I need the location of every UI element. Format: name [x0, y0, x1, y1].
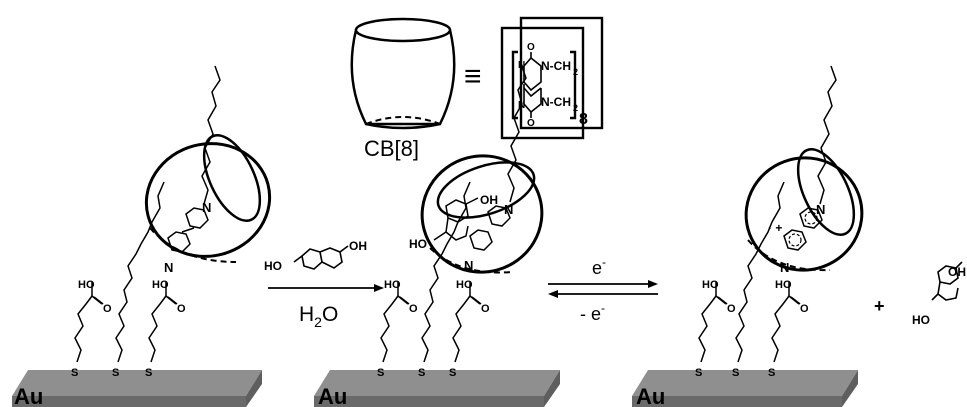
au-substrate — [12, 370, 262, 407]
plus-sign: + — [874, 296, 885, 316]
forward-electron: e- — [592, 255, 606, 278]
cooh-ho-1: HO — [78, 279, 95, 291]
product-naphthol — [931, 261, 963, 301]
radical-rings — [788, 211, 818, 247]
struct-repeat-8: 8 — [579, 111, 588, 128]
panel-2: Au HO O HO O S S S — [314, 63, 560, 407]
thiol-chains — [698, 65, 837, 363]
struct-nch2-bottom: N-CH — [541, 95, 571, 109]
product-ho-bottom: HO — [912, 313, 930, 327]
cooh-o-2: O — [481, 303, 490, 315]
sulfur-3: S — [145, 367, 152, 379]
product-oh-top: OH — [948, 265, 966, 279]
cb8-label: CB[8] — [364, 136, 419, 161]
sulfur-2: S — [732, 367, 739, 379]
reagent-ho-left: HO — [264, 259, 282, 273]
sulfur-2: S — [112, 367, 119, 379]
cb8-cartoon — [350, 17, 456, 130]
viologen-n-upper: N — [816, 202, 825, 217]
reagent-naphthol — [293, 245, 349, 270]
struct-nch2-top: N-CH — [541, 59, 571, 73]
viologen-n-lower: N — [464, 258, 473, 273]
guest-oh: OH — [480, 193, 498, 207]
reagent-oh-right: OH — [349, 239, 367, 253]
arrow-1 — [268, 284, 384, 292]
solvent-label: H2O — [299, 303, 338, 330]
viologen-n-upper: N — [504, 202, 513, 217]
sulfur-3: S — [449, 367, 456, 379]
sulfur-3: S — [768, 367, 775, 379]
viologen-n-upper: N — [202, 200, 211, 215]
cooh-ho-2: HO — [775, 279, 792, 291]
sulfur-1: S — [695, 367, 702, 379]
struct-o-top: O — [527, 42, 535, 53]
struct-sub2-bottom: 2 — [573, 103, 578, 113]
panel-3: Au HO O HO O S S S — [632, 65, 864, 407]
cooh-o-2: O — [800, 303, 809, 315]
cooh-o-1: O — [103, 303, 112, 315]
cb8-host — [744, 148, 864, 272]
au-substrate — [314, 370, 560, 407]
panel-1: Au HO O HO O S S S — [12, 65, 272, 407]
reverse-electron: - e- — [580, 301, 605, 324]
au-label: Au — [636, 384, 665, 407]
cooh-ho-1: HO — [702, 279, 719, 291]
sulfur-2: S — [418, 367, 425, 379]
radical-dot: · + — [768, 221, 782, 235]
equilibrium-arrows — [548, 280, 658, 298]
equivalence-symbol: ≡ — [464, 60, 482, 93]
cb8-host — [144, 134, 272, 263]
au-label: Au — [318, 384, 347, 407]
sulfur-1: S — [71, 367, 78, 379]
cooh-ho-1: HO — [384, 279, 401, 291]
cooh-ho-2: HO — [456, 279, 473, 291]
guest-ho: HO — [409, 237, 427, 251]
cooh-o-2: O — [177, 303, 186, 315]
viologen-n-lower: N — [780, 260, 789, 275]
struct-sub2-top: 2 — [573, 67, 578, 77]
struct-o-bottom: O — [527, 118, 535, 129]
viologen-n-lower: N — [164, 260, 173, 275]
sulfur-1: S — [377, 367, 384, 379]
thiol-chains — [74, 65, 221, 363]
au-label: Au — [14, 384, 43, 407]
cooh-o-1: O — [409, 303, 418, 315]
cb8-host — [420, 154, 544, 274]
cooh-ho-2: HO — [152, 279, 169, 291]
thiol-chains — [380, 63, 527, 363]
cooh-o-1: O — [727, 303, 736, 315]
au-substrate — [632, 370, 858, 407]
